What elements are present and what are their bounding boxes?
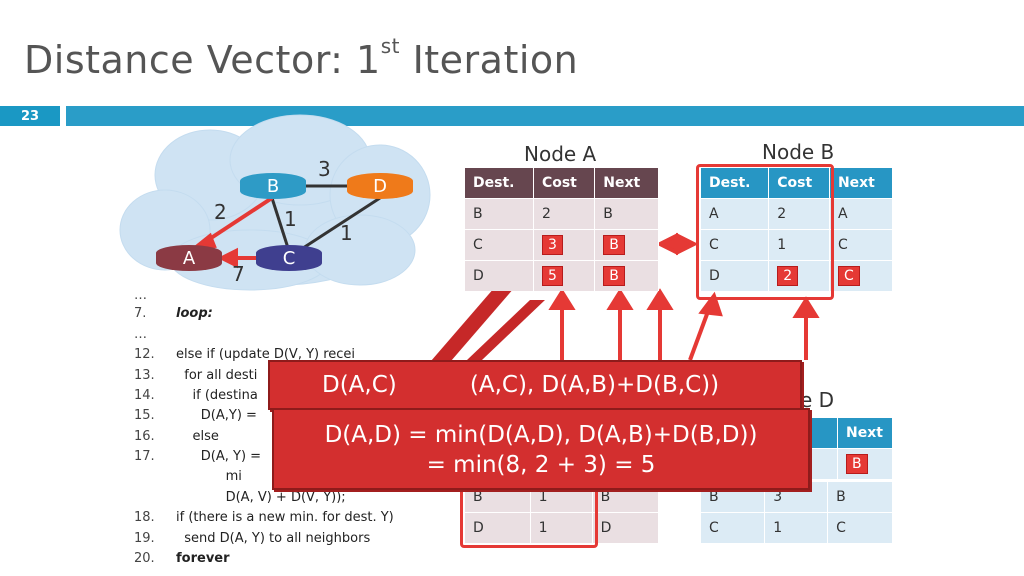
callout-dad-line1: D(A,D) = min(D(A,D), D(A,B)+D(B,D)) bbox=[324, 422, 758, 448]
node-a-title: Node A bbox=[524, 142, 597, 166]
highlight-next: C bbox=[837, 266, 860, 286]
highlight-cost: 3 bbox=[541, 235, 563, 255]
col-header: Cost bbox=[768, 168, 830, 199]
edge-label-ac: 7 bbox=[232, 262, 245, 286]
edge-bc bbox=[270, 197, 290, 249]
col-header: Next bbox=[829, 168, 894, 199]
code-line: 7.loop: bbox=[134, 306, 213, 321]
node-a: A bbox=[156, 245, 222, 271]
highlight-next: B bbox=[603, 266, 625, 286]
slide-title: Distance Vector: 1st Iteration bbox=[24, 34, 579, 82]
node-b-title: Node B bbox=[762, 140, 835, 164]
title-superscript: st bbox=[380, 34, 400, 59]
highlight-cost: 5 bbox=[541, 266, 563, 286]
edge-label-bc: 1 bbox=[284, 207, 297, 231]
highlight-next: B bbox=[603, 235, 625, 255]
title-rest: Iteration bbox=[399, 38, 579, 82]
node-d: D bbox=[347, 173, 413, 199]
arrow-a-up bbox=[548, 288, 576, 310]
node-c: C bbox=[256, 245, 322, 271]
code-line: 17. D(A, Y) = bbox=[134, 449, 262, 464]
code-line: 13. for all desti bbox=[134, 368, 258, 383]
arrow-ab-bidir-right bbox=[676, 232, 699, 256]
code-line: D(A, V) + D(V, Y)); bbox=[176, 490, 346, 505]
code-line: mi bbox=[176, 469, 242, 484]
col-header: Next bbox=[594, 168, 659, 199]
code-line: … bbox=[134, 288, 147, 303]
code-line: 14. if (destina bbox=[134, 388, 258, 403]
code-line: 16. else bbox=[134, 429, 219, 444]
edge-label-ab: 2 bbox=[214, 200, 227, 224]
node-b: B bbox=[240, 173, 306, 199]
node-b-highlight-box bbox=[696, 164, 834, 300]
col-header: Dest. bbox=[465, 168, 534, 199]
edge-label-cd: 1 bbox=[340, 221, 353, 245]
col-header: Dest. bbox=[701, 168, 770, 199]
code-line: 18.if (there is a new min. for dest. Y) bbox=[134, 510, 394, 525]
edge-cd bbox=[299, 196, 381, 252]
code-line: 15. D(A,Y) = bbox=[134, 408, 257, 423]
code-line: 19. send D(A, Y) to all neighbors bbox=[134, 531, 371, 546]
arrow-ab-bidir-left bbox=[655, 232, 678, 256]
title-main: Distance Vector: 1 bbox=[24, 38, 381, 82]
col-header: Next bbox=[837, 418, 893, 449]
code-line: 20.forever bbox=[134, 551, 230, 566]
edge-ab-red bbox=[203, 196, 274, 244]
edge-label-bd: 3 bbox=[318, 157, 331, 181]
code-line: … bbox=[134, 327, 147, 342]
slide-number: 23 bbox=[0, 106, 60, 126]
col-header: Cost bbox=[533, 168, 596, 199]
code-line: 12.else if (update D(V, Y) recei bbox=[134, 347, 356, 362]
highlight-next: B bbox=[846, 454, 868, 474]
highlight-cost: 2 bbox=[777, 266, 799, 286]
arrow-ca bbox=[217, 247, 238, 269]
callout-dad: D(A,D) = min(D(A,D), D(A,B)+D(B,D)) = mi… bbox=[272, 408, 810, 490]
callout-dac: D(A,C) (A,C), D(A,B)+D(B,C)) bbox=[268, 360, 802, 410]
callout-dad-line2: = min(8, 2 + 3) = 5 bbox=[426, 452, 656, 478]
